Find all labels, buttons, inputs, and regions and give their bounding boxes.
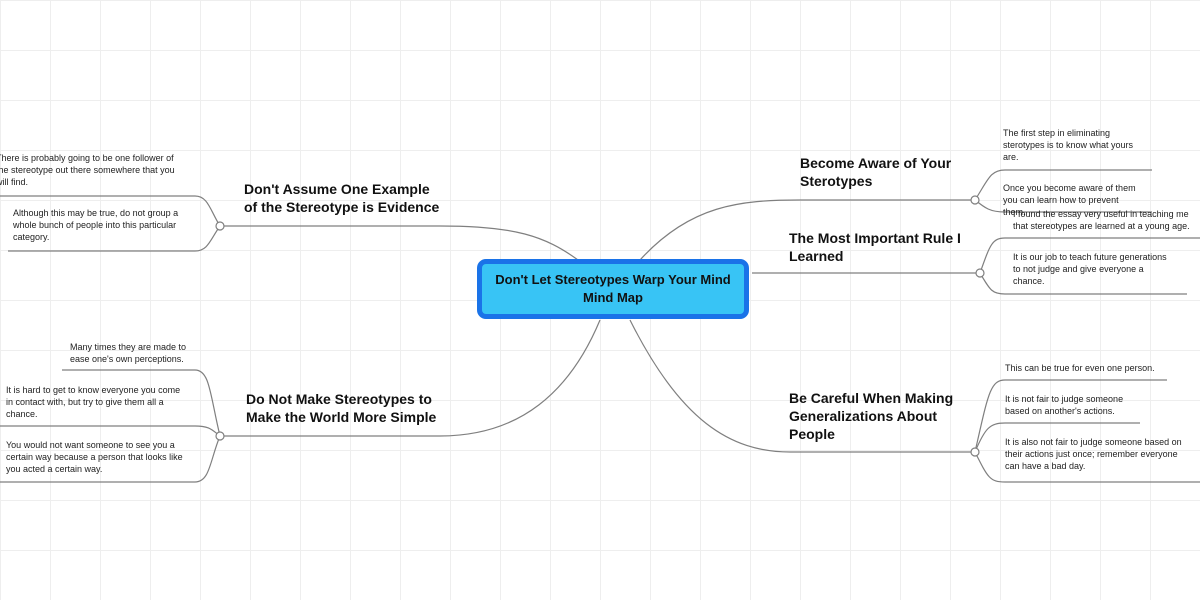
note-aware-3[interactable]: I found the essay very useful in teachin… (1013, 208, 1190, 232)
connector-root-careful (629, 319, 975, 453)
note-line: This can be true for even one person. (1005, 363, 1155, 373)
note-line: that stereotypes are learned at a young … (1013, 221, 1190, 231)
connector-careful-note3 (974, 451, 1200, 483)
note-line: You would not want someone to see you a (6, 440, 175, 450)
note-line: their actions just once; remember everyo… (1005, 449, 1178, 459)
collapse-node-simple (215, 431, 225, 441)
note-line: chance. (1013, 276, 1045, 286)
topic-evidence-line: of the Stereotype is Evidence (244, 199, 440, 215)
note-line: Although this may be true, do not group … (13, 208, 179, 218)
topic-simple-line: Do Not Make Stereotypes to (246, 391, 432, 407)
note-evidence-1[interactable]: There is probably going to be one follow… (0, 152, 175, 188)
connector-evidence-note2 (8, 225, 221, 252)
note-careful-2[interactable]: It is not fair to judge someone based on… (1005, 393, 1123, 417)
topic-rule-line: Learned (789, 248, 844, 264)
note-line: in contact with, but try to give them al… (6, 397, 164, 407)
note-line: to not judge and give everyone a (1013, 264, 1144, 274)
central-topic-subtitle: Mind Map (583, 290, 643, 305)
note-line: It is hard to get to know everyone you c… (6, 385, 181, 395)
connector-root-simple (220, 319, 601, 437)
note-simple-1[interactable]: Many times they are made to ease one's o… (70, 341, 186, 365)
note-line: ease one's own perceptions. (70, 354, 184, 364)
connector-careful-note2 (974, 422, 1140, 453)
connector-simple-note1 (62, 369, 221, 437)
topic-aware[interactable]: Become Aware of Your Sterotypes (800, 154, 951, 190)
note-line: It is also not fair to judge someone bas… (1005, 437, 1182, 447)
note-line: can have a bad day. (1005, 461, 1086, 471)
topic-simple-line: Make the World More Simple (246, 409, 437, 425)
note-line: sterotypes is to know what yours (1003, 140, 1134, 150)
note-line: It is our job to teach future generation… (1013, 252, 1167, 262)
central-topic-title: Don't Let Stereotypes Warp Your Mind (495, 272, 731, 287)
collapse-node-careful (970, 447, 980, 457)
note-line: It is not fair to judge someone (1005, 394, 1124, 404)
connector-root-aware (639, 199, 975, 261)
connector-rule-note1 (979, 237, 1200, 274)
note-line: category. (13, 232, 50, 242)
note-line: chance. (6, 409, 38, 419)
note-rule-1[interactable]: It is our job to teach future generation… (1013, 251, 1167, 287)
note-line: will find. (0, 177, 29, 187)
connector-careful-note1 (974, 379, 1167, 453)
note-line: Once you become aware of them (1003, 183, 1136, 193)
note-line: Many times they are made to (70, 342, 187, 352)
note-line: There is probably going to be one follow… (0, 153, 174, 163)
note-line: you can learn how to prevent (1003, 195, 1119, 205)
note-line: are. (1003, 152, 1019, 162)
connector-aware-note1 (974, 169, 1152, 201)
note-evidence-2[interactable]: Although this may be true, do not group … (13, 207, 178, 243)
topic-careful[interactable]: Be Careful When Making Generalizations A… (789, 389, 953, 443)
topic-evidence-line: Don't Assume One Example (244, 181, 430, 197)
topic-careful-line: Generalizations About (789, 408, 938, 424)
note-line: them. (1003, 207, 1026, 217)
note-line: based on another's actions. (1005, 406, 1115, 416)
note-line: the stereotype out there somewhere that … (0, 165, 175, 175)
note-line: I found the essay very useful in teachin… (1013, 209, 1189, 219)
connector-evidence-note1 (0, 195, 221, 227)
central-topic[interactable]: Don't Let Stereotypes Warp Your Mind Min… (477, 259, 749, 319)
collapse-node-evidence (215, 221, 225, 231)
topic-aware-line: Sterotypes (800, 173, 873, 189)
note-line: you acted a certain way. (6, 464, 103, 474)
note-line: The first step in eliminating (1003, 128, 1111, 138)
note-careful-3[interactable]: It is also not fair to judge someone bas… (1005, 436, 1182, 472)
note-aware-2[interactable]: Once you become aware of them you can le… (1003, 182, 1136, 218)
connector-rule-note2 (979, 272, 1187, 295)
connector-simple-note3 (0, 435, 221, 483)
topic-rule[interactable]: The Most Important Rule I Learned (789, 229, 961, 265)
connector-root-evidence (220, 225, 579, 261)
topic-simple[interactable]: Do Not Make Stereotypes to Make the Worl… (246, 390, 436, 426)
topic-rule-line: The Most Important Rule I (789, 230, 961, 246)
note-line: whole bunch of people into this particul… (13, 220, 177, 230)
topic-aware-line: Become Aware of Your (800, 155, 952, 171)
topic-evidence[interactable]: Don't Assume One Example of the Stereoty… (244, 180, 439, 216)
note-line: certain way because a person that looks … (6, 452, 183, 462)
note-simple-3[interactable]: You would not want someone to see you a … (6, 439, 183, 475)
topic-careful-line: Be Careful When Making (789, 390, 954, 406)
collapse-node-rule (975, 268, 985, 278)
connector-simple-note2 (0, 425, 221, 437)
note-aware-1[interactable]: The first step in eliminating sterotypes… (1003, 127, 1133, 163)
topic-careful-line: People (789, 426, 835, 442)
collapse-node-aware (970, 195, 980, 205)
note-simple-2[interactable]: It is hard to get to know everyone you c… (6, 384, 180, 420)
note-careful-1[interactable]: This can be true for even one person. (1005, 362, 1155, 374)
